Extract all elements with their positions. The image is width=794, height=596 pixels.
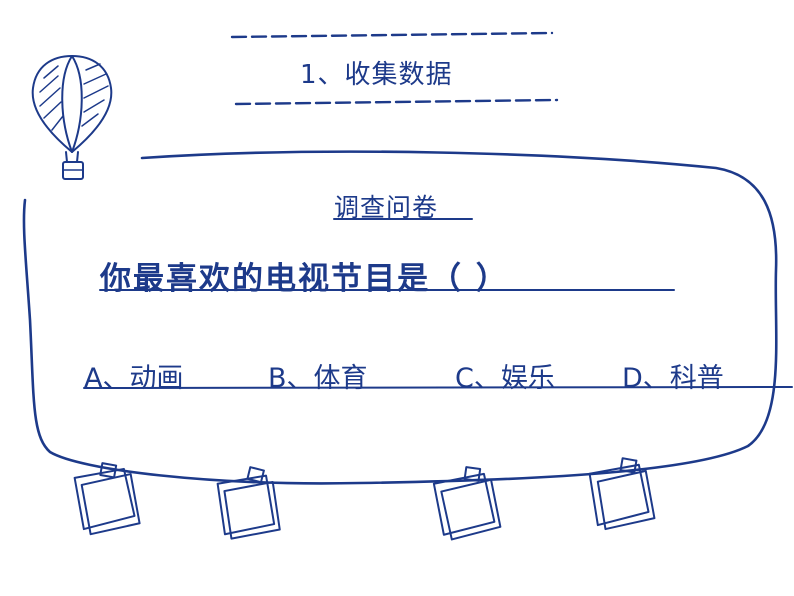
survey-heading: 调查问卷 (334, 193, 439, 222)
pinned-note-icon (73, 462, 141, 536)
section-title: 1、收集数据 (300, 60, 453, 90)
option-b: B、体育 (268, 363, 368, 394)
hot-air-balloon-icon (31, 55, 113, 180)
pinned-note-icon (588, 457, 656, 531)
option-c: C、娱乐 (455, 363, 555, 394)
options-underline (83, 386, 793, 389)
pinned-note-icon (216, 466, 281, 540)
option-d: D、科普 (622, 363, 724, 394)
pinned-note-icon (432, 466, 502, 541)
survey-question: 你最喜欢的电视节目是（ ） (100, 261, 509, 297)
survey-frame (22, 150, 778, 485)
title-top-dashed-rule (230, 31, 554, 39)
title-bottom-dashed-rule (234, 98, 559, 106)
option-a: A、动画 (84, 363, 184, 394)
